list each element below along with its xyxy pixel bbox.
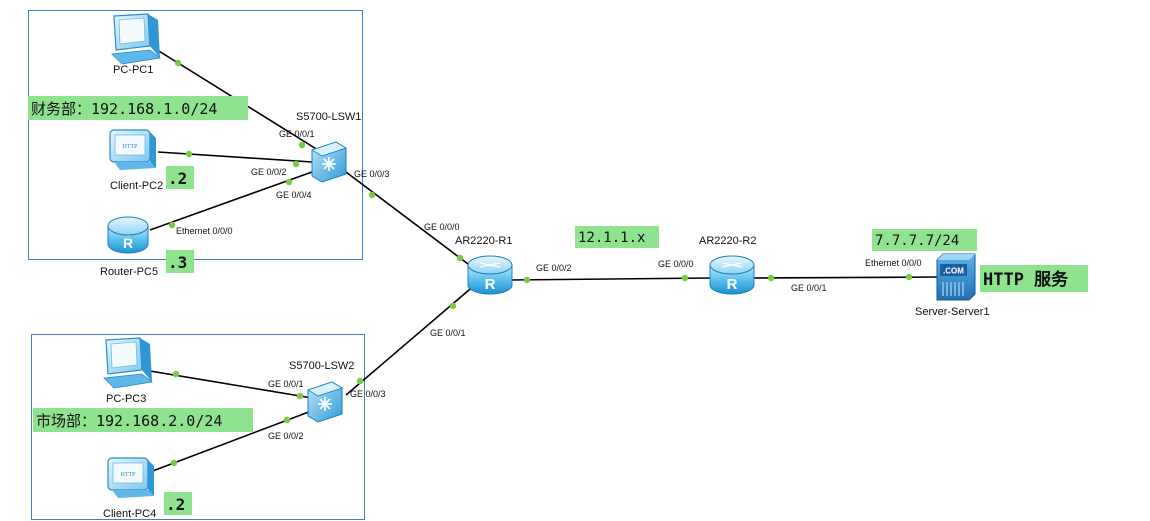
port-dot (283, 416, 291, 424)
client4-device[interactable]: HTTP (107, 457, 154, 498)
pc3-device[interactable] (103, 337, 153, 389)
http-service-note-bg (980, 265, 1088, 292)
port-dot (285, 178, 293, 186)
r1-device[interactable]: R (467, 255, 513, 295)
client2-label: Client-PC2 (110, 180, 163, 192)
client4-label: Client-PC4 (103, 508, 156, 520)
market-area-box (31, 334, 365, 520)
server-port-eth-label: Ethernet 0/0/0 (865, 258, 922, 268)
server1-device[interactable]: .COM (936, 253, 976, 301)
client-screen-text: HTTP (121, 472, 137, 478)
r2-device[interactable]: R (709, 255, 755, 295)
lsw2-label: S5700-LSW2 (289, 360, 354, 372)
pc1-label: PC-PC1 (113, 64, 153, 76)
port-dot (449, 302, 457, 310)
port-dot (185, 150, 193, 158)
pc1-device[interactable] (111, 13, 161, 65)
client4-host-note-bg (164, 492, 192, 515)
wan-subnet-note: 12.1.1.x (578, 230, 645, 246)
server1-label: Server-Server1 (915, 306, 990, 318)
r2-label: AR2220-R2 (699, 235, 756, 247)
lsw1-port-ge001-label: GE 0/0/1 (279, 129, 315, 139)
port-dot (298, 141, 306, 149)
pc3-label: PC-PC3 (106, 393, 146, 405)
svg-text:.COM: .COM (943, 267, 964, 276)
svg-text:R: R (123, 235, 133, 251)
svg-text:R: R (727, 276, 738, 293)
port-dot (170, 459, 178, 467)
port-dot (681, 274, 689, 282)
port-dot (174, 59, 182, 67)
client2-device[interactable]: HTTP (109, 129, 156, 170)
port-dot (523, 276, 531, 284)
lsw2-port-ge003-label: GE 0/0/3 (350, 389, 386, 399)
link-r1-r2[interactable] (507, 277, 713, 281)
lsw1-port-ge004-label: GE 0/0/4 (276, 190, 312, 200)
finance-note-bg (28, 96, 248, 120)
finance-area-box (28, 10, 363, 260)
port-dot (292, 160, 300, 168)
port-dot (168, 221, 176, 229)
client2-host-note: .2 (168, 169, 187, 188)
router5-port-eth-label: Ethernet 0/0/0 (176, 226, 233, 236)
port-dot (172, 370, 180, 378)
port-dot (456, 254, 464, 262)
r2-port-ge001-label: GE 0/0/1 (791, 283, 827, 293)
port-dot (356, 377, 364, 385)
client4-host-note: .2 (166, 495, 185, 514)
market-note: 市场部：192.168.2.0/24 (36, 412, 222, 430)
lsw1-device[interactable] (311, 141, 347, 183)
http-service-note: HTTP 服务 (983, 269, 1069, 290)
port-dot (296, 392, 304, 400)
r1-label: AR2220-R1 (455, 235, 512, 247)
port-dots (168, 59, 913, 467)
lsw1-port-ge003-label: GE 0/0/3 (354, 169, 390, 179)
router5-device[interactable]: R (107, 216, 149, 254)
server-ip-note-bg (872, 229, 977, 251)
wan-subnet-note-bg (575, 226, 659, 248)
port-dot (767, 274, 775, 282)
r2-port-ge000-label: GE 0/0/0 (658, 259, 694, 269)
r1-port-ge001-label: GE 0/0/1 (430, 328, 466, 338)
client2-host-note-bg (166, 166, 194, 189)
lsw1-port-ge002-label: GE 0/0/2 (251, 167, 287, 177)
router5-host-note-bg (166, 250, 194, 273)
lsw2-port-ge001-label: GE 0/0/1 (268, 379, 304, 389)
link-r1-lsw2[interactable] (345, 283, 477, 396)
link-lsw1-r1[interactable] (345, 171, 477, 271)
finance-note: 财务部：192.168.1.0/24 (31, 100, 217, 118)
router5-host-note: .3 (168, 253, 187, 272)
router5-label: Router-PC5 (100, 266, 158, 278)
client-screen-text: HTTP (123, 144, 139, 150)
lsw2-port-ge002-label: GE 0/0/2 (268, 431, 304, 441)
port-dot (905, 273, 913, 281)
r1-port-ge002-label: GE 0/0/2 (536, 263, 572, 273)
r1-port-ge000-label: GE 0/0/0 (424, 222, 460, 232)
svg-text:R: R (485, 276, 496, 293)
server-ip-note: 7.7.7.7/24 (875, 233, 959, 249)
port-dot (368, 191, 376, 199)
link-client2-lsw1[interactable] (157, 151, 313, 163)
lsw2-device[interactable] (307, 381, 343, 423)
lsw1-label: S5700-LSW1 (296, 111, 361, 123)
market-note-bg (33, 408, 253, 432)
link-router5-lsw1[interactable] (149, 171, 313, 231)
